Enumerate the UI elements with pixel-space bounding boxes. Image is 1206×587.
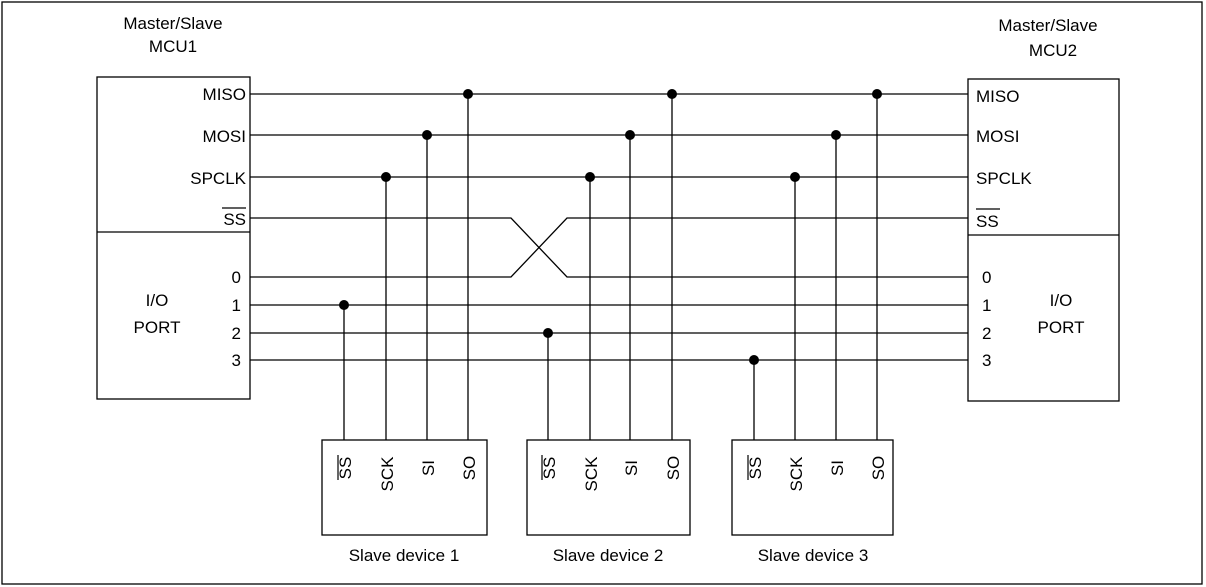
slave1-pin-si: SI (419, 460, 438, 476)
slave1-pin-ss: SS (336, 457, 355, 480)
mcu1-io-label-line1: I/O (146, 291, 169, 310)
slave2-pin-sck: SCK (582, 456, 601, 492)
mcu1-port-1: 1 (232, 296, 241, 315)
junction-dot (463, 89, 473, 99)
junction-dot (543, 328, 553, 338)
ss-crossover-wire-b (250, 217, 968, 278)
mcu2-title-line2: MCU2 (1029, 41, 1077, 60)
junction-dot (339, 300, 349, 310)
slave3-pin-ss: SS (746, 457, 765, 480)
mcu1-box (96, 76, 251, 400)
junction-dot (749, 355, 759, 365)
mcu1-pin-ss: SS (223, 210, 246, 229)
mcu1-pin-mosi: MOSI (203, 127, 246, 146)
slave3-pin-si: SI (828, 460, 847, 476)
mcu2-pin-spclk: SPCLK (976, 169, 1032, 188)
mcu1-pin-miso: MISO (203, 85, 246, 104)
slave-device-1: SS SCK SI SO Slave device 1 (321, 89, 488, 565)
mcu1-port-3: 3 (232, 351, 241, 370)
slave2-pin-ss: SS (540, 457, 559, 480)
slave2-name: Slave device 2 (553, 546, 664, 565)
mcu2-io-label-line2: PORT (1038, 318, 1085, 337)
slave3-name: Slave device 3 (758, 546, 869, 565)
slave1-pin-sck: SCK (378, 456, 397, 492)
mcu2-box (967, 78, 1120, 402)
junction-dot (625, 130, 635, 140)
mcu2-port-2: 2 (982, 324, 991, 343)
mcu1-title-line1: Master/Slave (123, 14, 222, 33)
mcu2-port-0: 0 (982, 268, 991, 287)
mcu2-pin-miso: MISO (976, 87, 1019, 106)
bus-wires (250, 93, 968, 361)
mcu2-io-label-line1: I/O (1050, 291, 1073, 310)
slave-device-3: SS SCK SI SO Slave device 3 (731, 89, 894, 565)
mcu1-title-line2: MCU1 (149, 37, 197, 56)
slave1-pin-so: SO (460, 456, 479, 481)
slave2-pin-si: SI (622, 460, 641, 476)
slave3-pin-sck: SCK (787, 456, 806, 492)
slave2-box (526, 439, 691, 536)
junction-dot (872, 89, 882, 99)
junction-dot (667, 89, 677, 99)
slave-device-2: SS SCK SI SO Slave device 2 (526, 89, 691, 565)
slave1-box (321, 439, 488, 536)
mcu2: Master/Slave MCU2 MISO MOSI SPCLK SS I/O… (967, 16, 1120, 402)
mcu1-port-2: 2 (232, 324, 241, 343)
junction-dot (790, 172, 800, 182)
slave3-pin-so: SO (869, 456, 888, 481)
mcu2-port-1: 1 (982, 296, 991, 315)
mcu2-port-3: 3 (982, 351, 991, 370)
mcu2-pin-ss: SS (976, 212, 999, 231)
mcu1-io-label-line2: PORT (134, 318, 181, 337)
mcu1-pin-spclk: SPCLK (190, 169, 246, 188)
slave1-name: Slave device 1 (349, 546, 460, 565)
junction-dot (585, 172, 595, 182)
mcu1-port-0: 0 (232, 268, 241, 287)
junction-dot (381, 172, 391, 182)
mcu2-title-line1: Master/Slave (998, 16, 1097, 35)
mcu2-pin-mosi: MOSI (976, 127, 1019, 146)
junction-dot (422, 130, 432, 140)
ss-crossover-wire-a (250, 217, 968, 278)
junction-dot (831, 130, 841, 140)
mcu1: Master/Slave MCU1 MISO MOSI SPCLK SS I/O… (96, 14, 251, 400)
slave2-pin-so: SO (664, 456, 683, 481)
slave3-box (731, 439, 894, 536)
